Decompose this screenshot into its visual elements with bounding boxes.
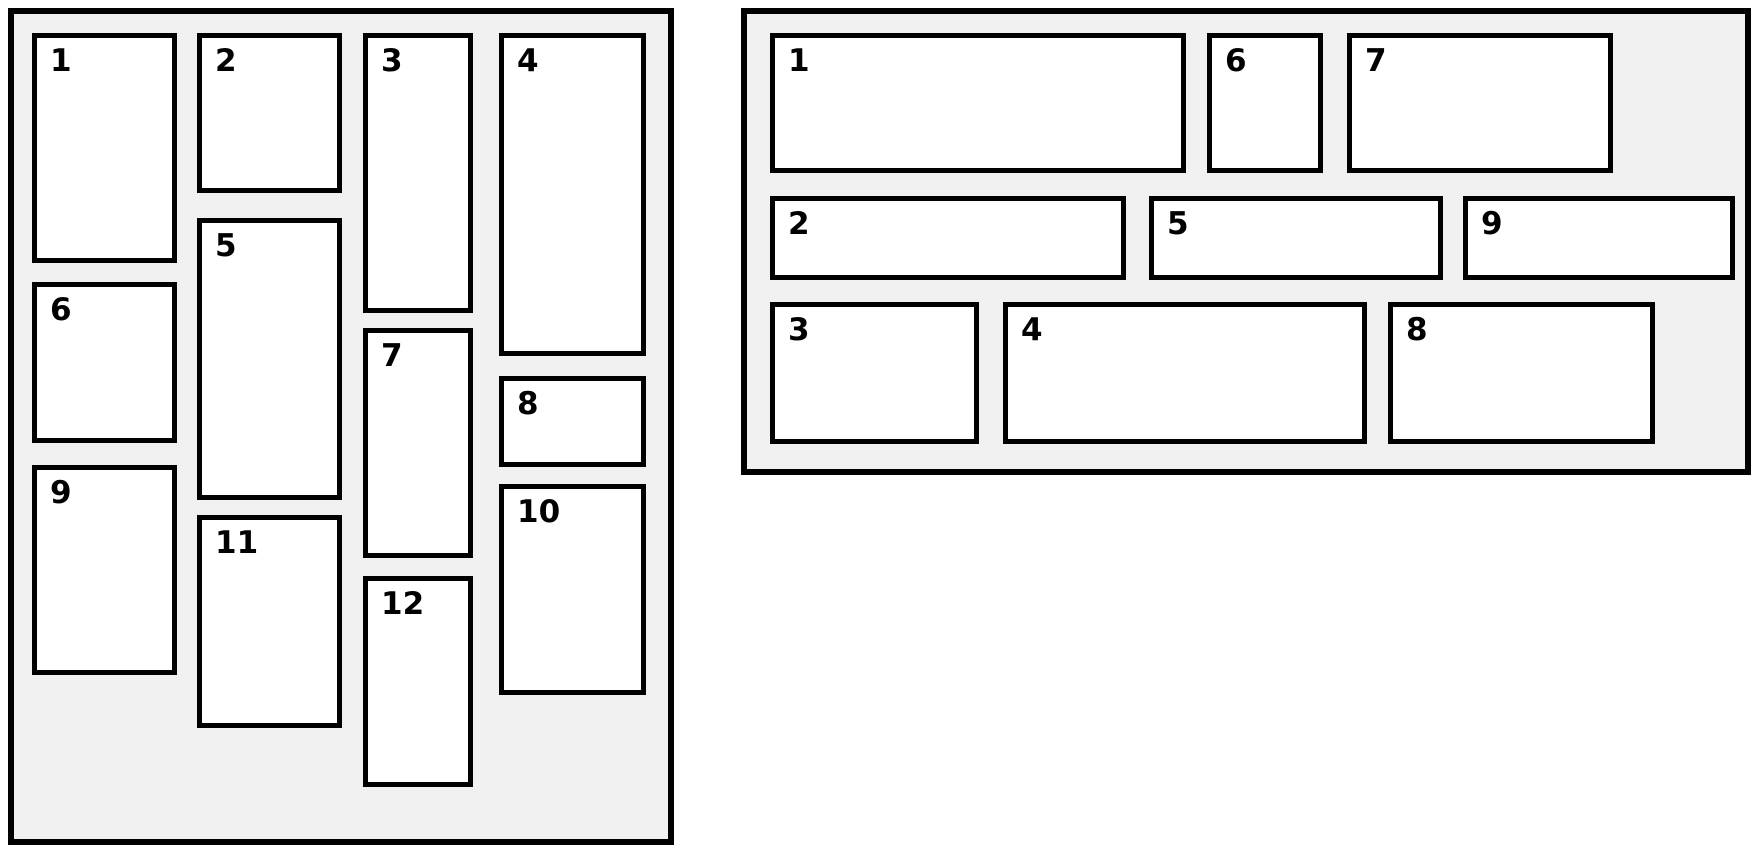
masonry-card-2: 2 [197, 33, 342, 193]
masonry-panel: 1 6 9 2 5 11 3 7 12 4 8 10 [8, 8, 674, 845]
card-number: 4 [517, 43, 539, 79]
card-number: 2 [215, 43, 237, 79]
card-number: 2 [788, 206, 810, 242]
masonry-card-11: 11 [197, 515, 342, 728]
card-number: 11 [215, 525, 259, 561]
grid-card-2: 2 [770, 196, 1126, 280]
masonry-card-12: 12 [363, 576, 473, 787]
grid-card-6: 6 [1207, 33, 1323, 173]
card-number: 8 [1406, 312, 1428, 348]
grid-card-9: 9 [1463, 196, 1735, 280]
masonry-card-7: 7 [363, 328, 473, 558]
masonry-card-1: 1 [32, 33, 177, 263]
masonry-card-6: 6 [32, 282, 177, 443]
card-number: 1 [788, 43, 810, 79]
card-number: 4 [1021, 312, 1043, 348]
masonry-card-4: 4 [499, 33, 646, 356]
card-number: 1 [50, 43, 72, 79]
grid-card-3: 3 [770, 302, 979, 444]
card-number: 6 [50, 292, 72, 328]
card-number: 3 [788, 312, 810, 348]
card-number: 12 [381, 586, 425, 622]
card-number: 3 [381, 43, 403, 79]
masonry-card-5: 5 [197, 218, 342, 500]
grid-card-8: 8 [1388, 302, 1655, 444]
card-number: 5 [1167, 206, 1189, 242]
grid-card-4: 4 [1003, 302, 1367, 444]
grid-card-7: 7 [1347, 33, 1613, 173]
card-number: 9 [1481, 206, 1503, 242]
card-number: 8 [517, 386, 539, 422]
card-number: 6 [1225, 43, 1247, 79]
masonry-card-8: 8 [499, 376, 646, 467]
card-number: 7 [1365, 43, 1387, 79]
grid-card-5: 5 [1149, 196, 1443, 280]
masonry-card-3: 3 [363, 33, 473, 313]
card-number: 10 [517, 494, 561, 530]
card-number: 9 [50, 475, 72, 511]
masonry-card-9: 9 [32, 465, 177, 675]
grid-card-1: 1 [770, 33, 1186, 173]
card-number: 5 [215, 228, 237, 264]
card-number: 7 [381, 338, 403, 374]
masonry-card-10: 10 [499, 484, 646, 695]
grid-panel: 1 6 7 2 5 9 3 4 8 [741, 8, 1751, 475]
